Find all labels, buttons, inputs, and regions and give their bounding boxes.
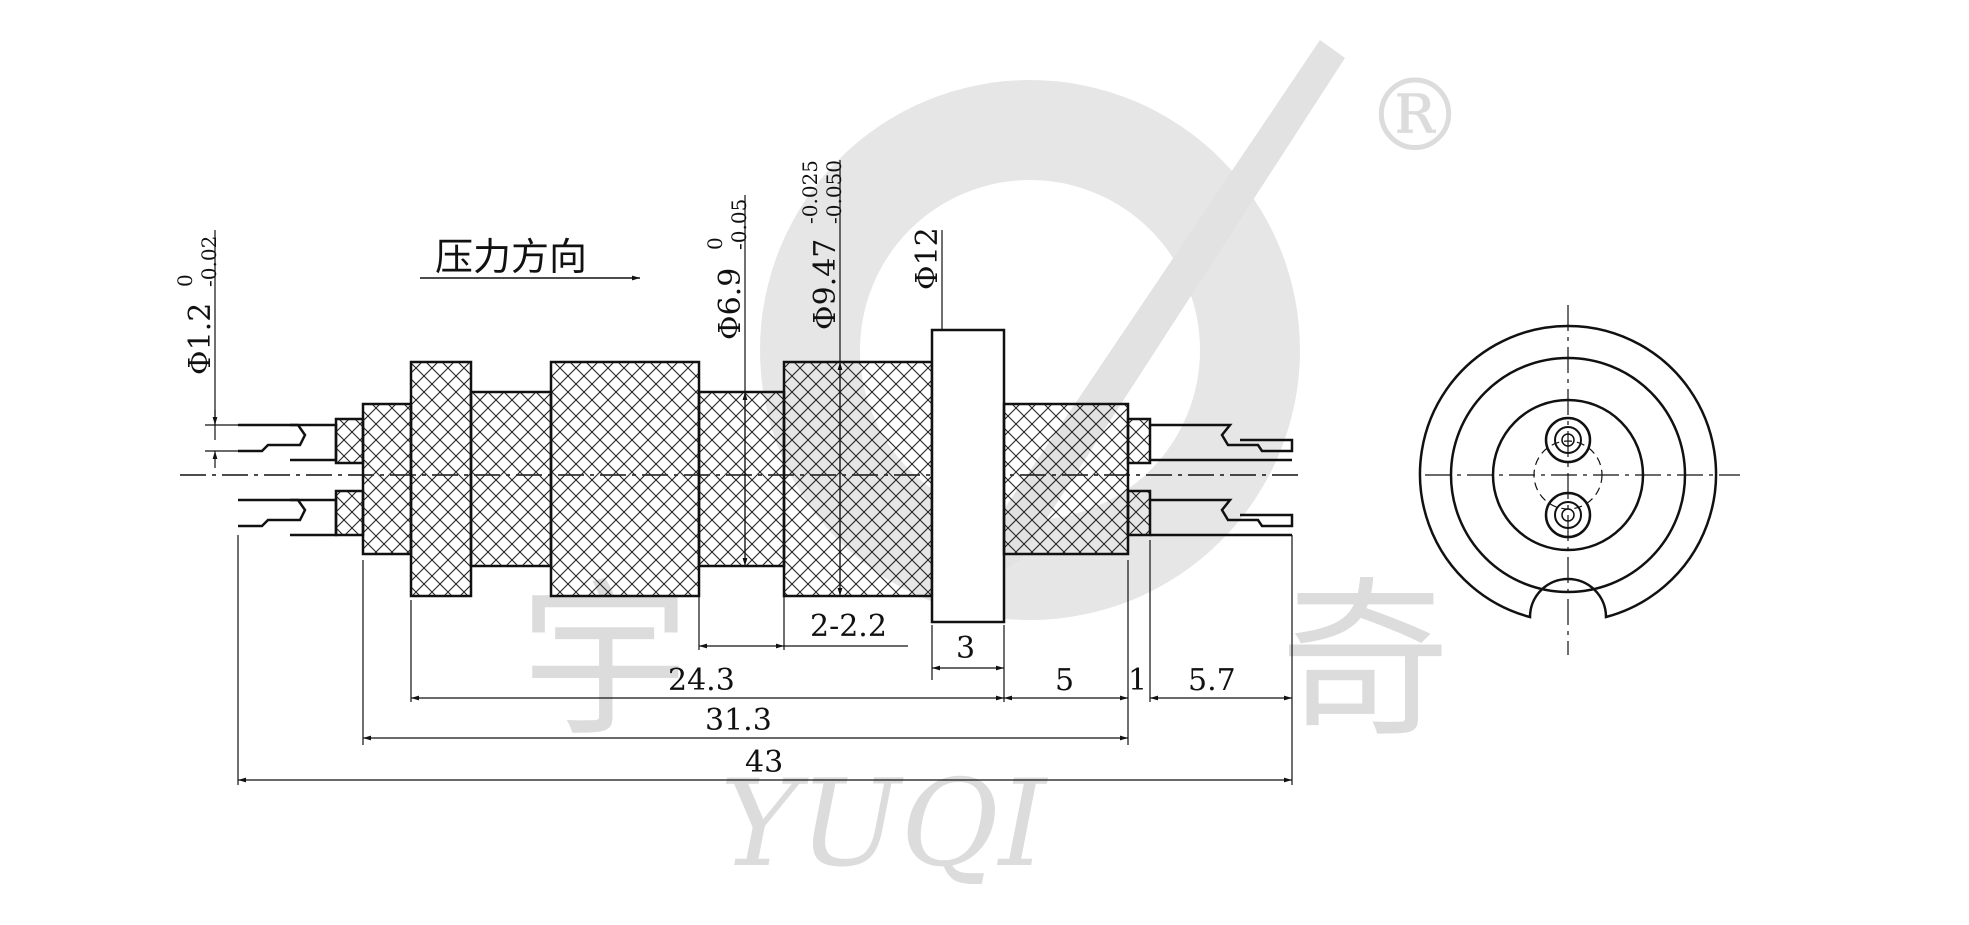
- pressure-direction-label: 压力方向: [435, 235, 587, 279]
- left-lead-upper: [238, 423, 307, 453]
- left-lead-lower: [238, 498, 307, 528]
- dim-2-2.2: 2-2.2: [810, 609, 887, 644]
- lead-collar-left: [334, 417, 365, 465]
- svg-text:-0.025: -0.025: [798, 160, 822, 224]
- svg-text:-0.02: -0.02: [197, 236, 221, 287]
- end-view: [1418, 305, 1740, 655]
- dim-24.3: 24.3: [668, 663, 735, 698]
- dim-phi12: Φ12: [910, 227, 945, 290]
- mounting-flange: [930, 328, 1006, 624]
- flange-1: [409, 360, 473, 598]
- dim-5: 5: [1055, 663, 1074, 698]
- ring-1: [469, 390, 553, 568]
- dim-5.7: 5.7: [1188, 663, 1236, 698]
- end-view-lead-hole-upper: [1544, 416, 1592, 464]
- svg-text:0: 0: [173, 274, 197, 287]
- dim-phi9.47: Φ9.47: [808, 239, 843, 330]
- end-view-lead-hole-lower: [1544, 491, 1592, 539]
- side-view: [180, 160, 1300, 785]
- flange-2: [549, 360, 701, 598]
- dim-1: 1: [1128, 663, 1147, 698]
- end-view-inner-circle: [1491, 398, 1645, 552]
- right-lead-lower: [1150, 498, 1294, 528]
- dim-3: 3: [956, 631, 975, 666]
- svg-text:0: 0: [703, 237, 727, 250]
- flange-3: [782, 360, 934, 598]
- watermark-brand-right: 奇: [1280, 563, 1450, 761]
- end-cap-right: [1002, 402, 1130, 556]
- svg-text:-0.05: -0.05: [727, 199, 751, 250]
- svg-text:-0.050: -0.050: [822, 160, 846, 224]
- dim-43: 43: [745, 745, 783, 780]
- dim-phi1.2: Φ1.2: [183, 303, 218, 375]
- end-view-mid-circle: [1449, 356, 1687, 594]
- dim-phi6.9: Φ6.9: [713, 268, 748, 340]
- lead-collar-right: [1126, 417, 1152, 465]
- watermark-registered: ®: [1365, 57, 1465, 174]
- end-cap-left: [361, 402, 413, 556]
- dimension-labels: 压力方向 Φ1.2 0 -0.02 Φ6.9 0 -0.05 Φ9.47 -0.…: [173, 160, 1236, 780]
- right-lead-upper: [1150, 423, 1294, 453]
- ring-2: [697, 390, 786, 568]
- dim-31.3: 31.3: [705, 703, 772, 738]
